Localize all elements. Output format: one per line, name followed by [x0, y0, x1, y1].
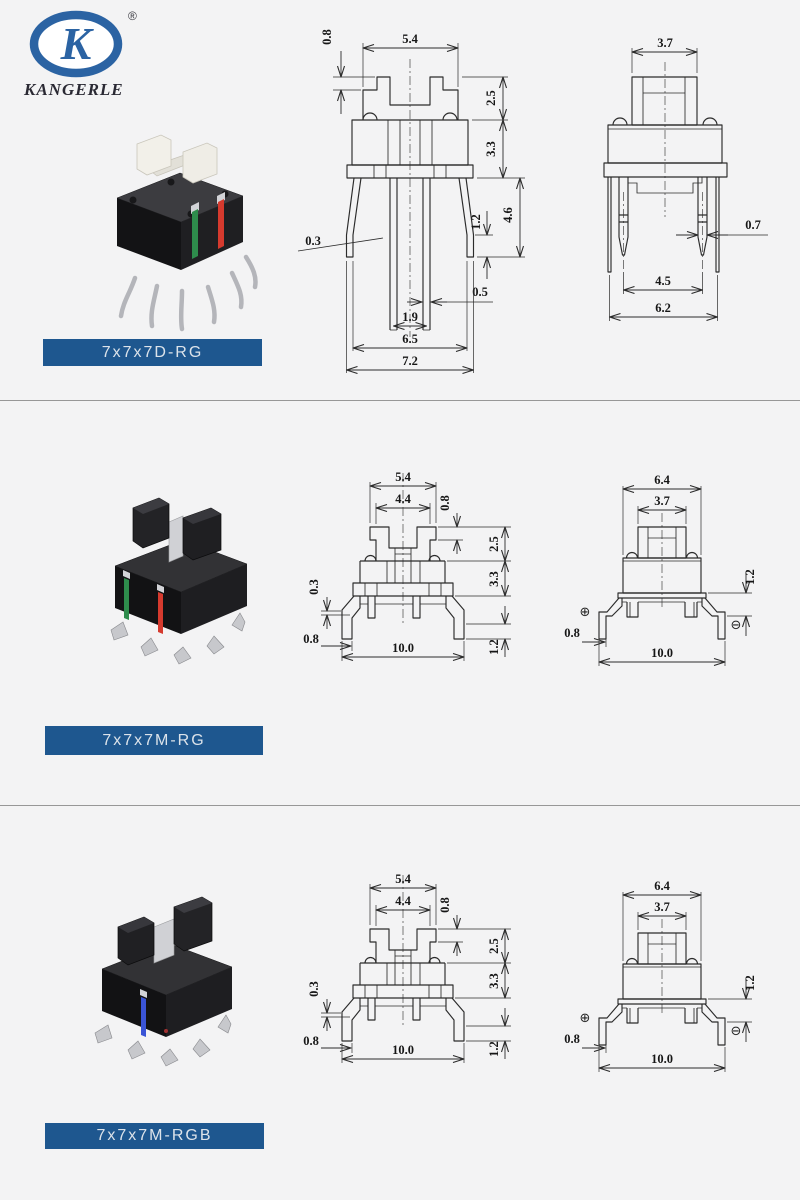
- registered-mark: ®: [128, 9, 137, 23]
- dim-stem-width: 3.7: [657, 36, 673, 50]
- dimensions: 5.4 0.8 2.5 3.3 4.6 1.2 0.3: [297, 29, 525, 373]
- dim-leg-tip: 1.2: [469, 214, 483, 230]
- dim-lead-span: 6.2: [655, 301, 671, 315]
- smd-feet: [110, 612, 246, 665]
- centerline: [623, 62, 703, 270]
- dim-pad-offset: 0.8: [303, 632, 319, 646]
- model-name: 7x7x7M-RGB: [96, 1127, 213, 1144]
- dim-span-inner: 6.5: [402, 332, 418, 346]
- dim-cap-width: 5.4: [402, 32, 418, 46]
- switch-outline: [345, 76, 475, 331]
- model-label: 7x7x7M-RGB: [45, 1123, 264, 1149]
- dim-stem-height: 2.5: [487, 938, 501, 954]
- model-label: 7x7x7D-RG: [43, 339, 262, 366]
- dimensions: 5.4 4.4 0.8 2.5 3.3 1.2 0.3: [303, 470, 511, 661]
- switch-outline: [598, 932, 726, 1046]
- switch-outline: [598, 526, 726, 640]
- dim-top-width: 6.4: [654, 879, 670, 893]
- dim-mount-height: 1.2: [743, 569, 757, 585]
- dim-mount-height: 1.2: [743, 975, 757, 991]
- brand-name: KANGERLE: [24, 80, 124, 99]
- dim-pin-pitch: 4.5: [655, 274, 671, 288]
- switch-body: [101, 942, 233, 1037]
- dim-cap-step: 0.8: [320, 29, 334, 45]
- dim-body-height: 3.3: [487, 973, 501, 989]
- logo-ellipse: [29, 10, 123, 78]
- dim-cap-inner-width: 4.4: [395, 492, 411, 506]
- dim-base-width: 10.0: [651, 1052, 673, 1066]
- dim-leg-length: 4.6: [501, 207, 515, 223]
- model-label: 7x7x7M-RG: [45, 726, 263, 755]
- black-cap: [132, 497, 222, 563]
- brand-logo: K ®: [29, 9, 137, 78]
- led-stripes: [140, 989, 168, 1037]
- polarity-minus-icon: ⊖: [731, 1024, 742, 1039]
- smd-feet: [94, 1014, 232, 1067]
- dim-stem-height: 2.5: [487, 536, 501, 552]
- dim-foot-height: 1.2: [487, 1041, 501, 1057]
- switch-body: [114, 539, 248, 634]
- polarity-plus-icon: ⊕: [580, 605, 591, 620]
- dim-foot-height: 1.2: [487, 639, 501, 655]
- led-stripes: [123, 570, 164, 634]
- dim-base-width: 10.0: [392, 641, 414, 655]
- drawing-front-7x7x7d: 5.4 0.8 2.5 3.3 4.6 1.2 0.3: [297, 29, 525, 380]
- dim-stem-width: 3.7: [654, 494, 670, 508]
- dim-pad-offset: 0.8: [303, 1034, 319, 1048]
- section-7x7x7m-rg: 7x7x7M-RG 5.4: [0, 400, 800, 805]
- section-7x7x7m-rgb: 7x7x7M-RGB 5.4: [0, 805, 800, 1200]
- dim-pin-width: 0.7: [745, 218, 761, 232]
- dimensions: 3.7 0.7 4.5 6.2: [610, 36, 768, 321]
- switch-body: [116, 172, 244, 270]
- dim-stem-height: 2.5: [484, 90, 498, 106]
- polarity-minus-icon: ⊖: [731, 618, 742, 633]
- section-divider: [0, 805, 800, 806]
- led-stripes: [191, 192, 225, 259]
- dim-top-width: 6.4: [654, 473, 670, 487]
- drawing-side-7x7x7d: 3.7 0.7 4.5 6.2: [603, 36, 768, 321]
- dim-stem-width: 3.7: [654, 900, 670, 914]
- dim-leg-thickness: 0.3: [305, 234, 321, 248]
- dim-span-outer: 7.2: [402, 354, 418, 368]
- polarity-plus-icon: ⊕: [580, 1011, 591, 1026]
- section-7x7x7d-rg: 7x7x7D-RG 5.4: [0, 0, 800, 400]
- switch-outline: [341, 928, 465, 1042]
- dim-body-height: 3.3: [487, 571, 501, 587]
- drawing-side-7x7x7m-rgb: 6.4 3.7 1.2 0.8 10.0 ⊕ ⊖: [564, 879, 757, 1072]
- dim-pin-pitch: 1.9: [402, 310, 418, 324]
- dim-cap-step: 0.8: [438, 495, 452, 511]
- dim-cap-inner-width: 4.4: [395, 894, 411, 908]
- tht-legs: [118, 254, 258, 332]
- dim-pad-offset: 0.8: [564, 1032, 580, 1046]
- switch-outline: [341, 526, 465, 640]
- white-cap: [136, 134, 218, 184]
- dimensions: 6.4 3.7 1.2 0.8 10.0 ⊕ ⊖: [564, 879, 757, 1072]
- dim-cap-width: 5.4: [395, 470, 411, 484]
- section-divider: [0, 400, 800, 401]
- dim-body-height: 3.3: [484, 141, 498, 157]
- drawing-side-7x7x7m-rg: 6.4 3.7 1.2 0.8 10.0 ⊕ ⊖: [564, 473, 757, 666]
- product-photo-7x7x7m-rgb: [94, 896, 233, 1067]
- model-name: 7x7x7D-RG: [101, 343, 204, 361]
- drawing-front-7x7x7m-rgb: 5.4 4.4 0.8 2.5 3.3 1.2 0.3: [303, 872, 511, 1063]
- dim-pad-offset: 0.8: [564, 626, 580, 640]
- dim-pin-width: 0.5: [472, 285, 488, 299]
- dim-pad-thickness: 0.3: [307, 579, 321, 595]
- logo-k: K: [60, 18, 95, 69]
- drawing-front-7x7x7m-rg: 5.4 4.4 0.8 2.5 3.3 1.2 0.3: [303, 470, 511, 661]
- switch-outline: [603, 76, 728, 273]
- dim-pad-thickness: 0.3: [307, 981, 321, 997]
- dim-cap-width: 5.4: [395, 872, 411, 886]
- dim-cap-step: 0.8: [438, 897, 452, 913]
- dimensions: 6.4 3.7 1.2 0.8 10.0 ⊕ ⊖: [564, 473, 757, 666]
- product-photo-7x7x7d-rg: [116, 134, 258, 332]
- black-cap: [117, 896, 213, 966]
- dimensions: 5.4 4.4 0.8 2.5 3.3 1.2 0.3: [303, 872, 511, 1063]
- model-name: 7x7x7M-RG: [102, 731, 206, 749]
- dim-base-width: 10.0: [651, 646, 673, 660]
- product-photo-7x7x7m-rg: [110, 497, 248, 665]
- dim-base-width: 10.0: [392, 1043, 414, 1057]
